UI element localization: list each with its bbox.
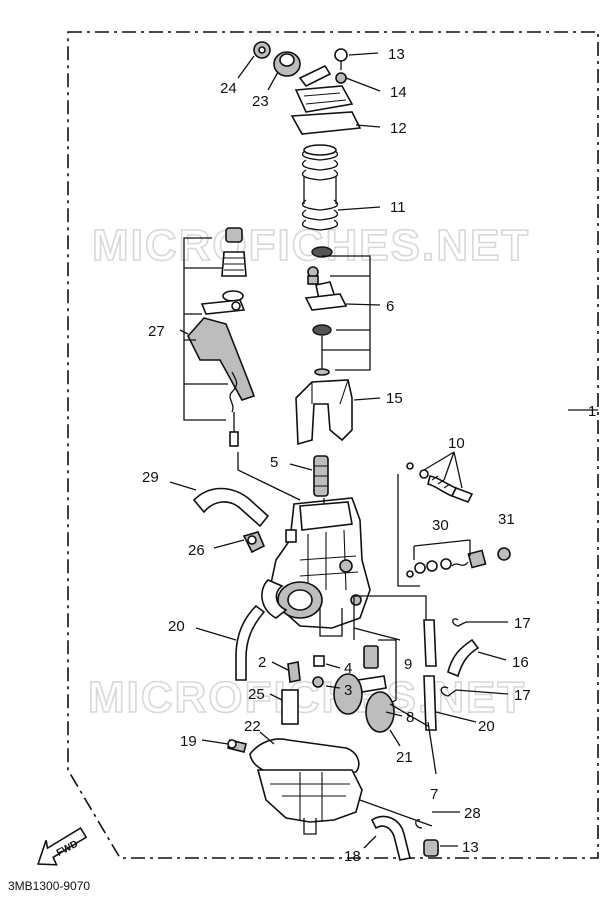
starter-plunger-group-27 xyxy=(183,227,256,447)
callout-22: 22 xyxy=(244,718,261,735)
throttle-spring-11 xyxy=(301,144,339,231)
callouts: 13 14 12 24 23 11 6 27 15 1 10 5 29 30 3… xyxy=(142,46,596,865)
top-cover-group xyxy=(253,41,362,135)
callout-21: 21 xyxy=(396,749,413,766)
callout-12: 12 xyxy=(390,120,407,137)
callout-28: 28 xyxy=(464,805,481,822)
callout-11: 11 xyxy=(390,199,406,216)
callout-27: 27 xyxy=(148,323,165,340)
mixing-chamber-top xyxy=(294,85,354,113)
callout-29: 29 xyxy=(142,469,159,486)
clip-17-bottom xyxy=(440,686,457,697)
overflow-hose-20-right xyxy=(423,675,437,731)
carburetor-body xyxy=(261,497,371,637)
vent-tube-29 xyxy=(192,487,270,528)
callout-7: 7 xyxy=(430,786,438,803)
callout-13-top: 13 xyxy=(388,46,405,63)
callout-4: 4 xyxy=(344,660,352,677)
screw-13-bottom xyxy=(423,839,439,857)
throttle-valve-15 xyxy=(295,379,353,446)
callout-30: 30 xyxy=(432,517,449,534)
callout-20-left: 20 xyxy=(168,618,185,635)
callout-31: 31 xyxy=(498,511,515,528)
callout-2: 2 xyxy=(258,654,266,671)
callout-3: 3 xyxy=(344,682,352,699)
callout-10: 10 xyxy=(448,435,465,452)
washer-31 xyxy=(497,547,511,561)
overflow-hose-20-left xyxy=(235,604,266,681)
callout-13-bottom: 13 xyxy=(462,839,479,856)
callout-14: 14 xyxy=(390,84,407,101)
callout-15: 15 xyxy=(386,390,403,407)
gasket-12 xyxy=(290,111,362,135)
callout-25: 25 xyxy=(248,686,265,703)
watermark-bottom: MICROFICHES.NET xyxy=(88,673,526,722)
pilot-screw-set-10 xyxy=(397,451,474,587)
assembly-outline xyxy=(67,31,599,859)
callout-19: 19 xyxy=(180,733,197,750)
callout-23: 23 xyxy=(252,93,269,110)
float-21 xyxy=(333,673,429,733)
clip-17-top xyxy=(452,618,467,627)
leader-lines xyxy=(169,52,598,849)
drawing-code: 3MB1300-9070 xyxy=(8,879,90,893)
callout-9: 9 xyxy=(404,656,412,673)
callout-1: 1 xyxy=(588,403,596,420)
callout-26: 26 xyxy=(188,542,205,559)
cable-adjuster xyxy=(298,64,332,88)
needle-holder-group-6 xyxy=(304,246,371,376)
float-pin-7 xyxy=(427,721,437,775)
callout-24: 24 xyxy=(220,80,237,97)
callout-16: 16 xyxy=(512,654,529,671)
drain-hose-18 xyxy=(370,815,411,861)
washer-14 xyxy=(335,72,347,84)
throttle-stop-screw-30 xyxy=(406,539,487,578)
forward-arrow-icon: FWD xyxy=(37,827,88,866)
callout-17-top: 17 xyxy=(514,615,531,632)
screw-13-top xyxy=(334,48,348,62)
callout-6: 6 xyxy=(386,298,394,315)
callout-18: 18 xyxy=(344,848,361,865)
pipe-25 xyxy=(281,689,299,725)
callout-5: 5 xyxy=(270,454,278,471)
callout-17-bottom: 17 xyxy=(514,687,531,704)
callout-8: 8 xyxy=(406,709,414,726)
hose-16 xyxy=(447,638,480,678)
callout-20-right: 20 xyxy=(478,718,495,735)
